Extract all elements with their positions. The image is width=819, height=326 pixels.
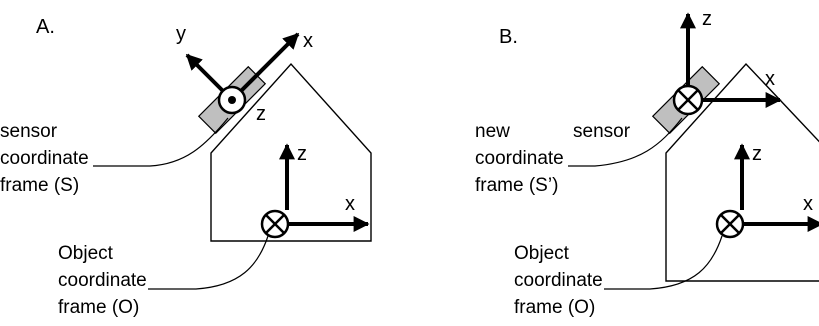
panel-a-sensor-caption-line-2: coordinate — [0, 148, 89, 169]
panel-a-sensor-z-label: z — [256, 103, 266, 125]
panel-a-object-z-label: z — [297, 143, 307, 165]
panel-b-object-x-label: x — [803, 193, 813, 215]
panel-a-sensor: y x z — [176, 23, 313, 135]
panel-b-sensor-caption-word-sensor: sensor — [573, 121, 631, 142]
panel-b-object-frame: z x — [715, 143, 819, 239]
panel-a-object-caption-line-3: frame (O) — [58, 297, 139, 318]
panel-b-sensor: z x — [651, 8, 782, 135]
panel-a: A. y x z z x sensor coordinate frame (S — [0, 16, 372, 318]
panel-b-sensor-z-label: z — [702, 8, 712, 30]
panel-b-sensor-cross-2 — [677, 89, 699, 111]
panel-a-sensor-leader-line — [93, 117, 229, 167]
panel-a-label: A. — [36, 16, 55, 38]
panel-a-sensor-y-label: y — [176, 23, 186, 45]
panel-b-sensor-caption-line-3: frame (S’) — [475, 175, 558, 196]
panel-b-object-caption-line-3: frame (O) — [514, 297, 595, 318]
panel-a-sensor-caption-line-1: sensor — [0, 121, 58, 142]
panel-b-sensor-x-label: x — [765, 68, 775, 90]
panel-a-sensor-z-dot-icon — [228, 96, 236, 104]
panel-b: B. z x z x new sensor coordinate f — [475, 8, 819, 318]
panel-a-object-outline — [210, 62, 372, 242]
panel-b-sensor-caption-line-2: coordinate — [475, 148, 564, 169]
panel-b-object-outline — [665, 62, 819, 282]
panel-a-object-leader-line — [148, 235, 269, 290]
panel-a-sensor-caption-line-3: frame (S) — [0, 175, 79, 196]
panel-b-object-cross-2 — [720, 214, 740, 234]
panel-a-sensor-x-axis — [230, 32, 300, 102]
panel-a-object-cross-2 — [265, 214, 285, 234]
panel-a-object-caption-line-1: Object — [58, 243, 114, 264]
panel-b-sensor-caption-word-new: new — [475, 121, 510, 142]
panel-b-sensor-leader-line — [568, 117, 683, 167]
panel-b-object-leader-line — [604, 235, 723, 290]
panel-b-object-caption-line-1: Object — [514, 243, 570, 264]
panel-b-label: B. — [499, 26, 518, 48]
panel-b-object-caption-line-2: coordinate — [514, 270, 603, 291]
panel-a-object-x-label: x — [345, 193, 355, 215]
panel-a-object-frame: z x — [260, 143, 370, 239]
panel-b-object-z-label: z — [752, 143, 762, 165]
panel-a-sensor-x-label: x — [303, 30, 313, 52]
panel-a-object-caption-line-2: coordinate — [58, 270, 147, 291]
